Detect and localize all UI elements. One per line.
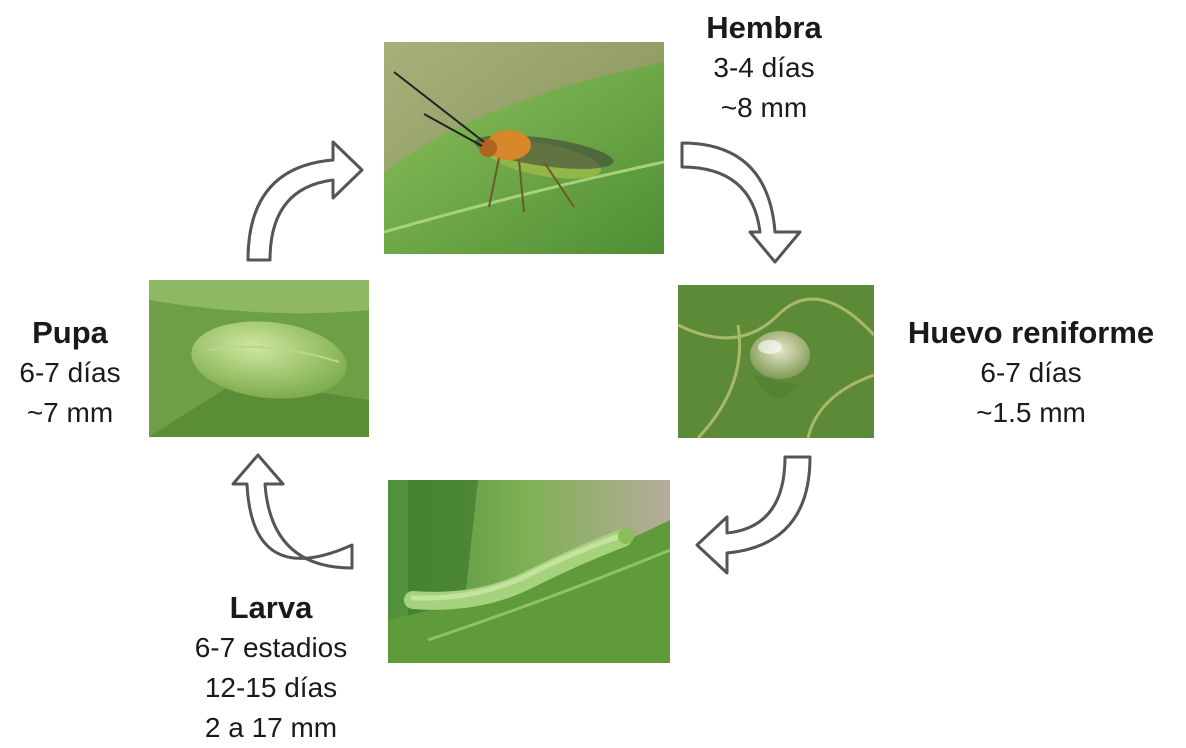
larva-instars: 6-7 estadios [166,628,376,668]
label-pupa: Pupa 6-7 días ~7 mm [0,313,140,433]
arrow-pupa-to-hembra [248,142,362,260]
larva-size: 2 a 17 mm [166,708,376,748]
huevo-duration: 6-7 días [880,353,1182,393]
label-huevo: Huevo reniforme 6-7 días ~1.5 mm [880,313,1182,433]
pupa-title: Pupa [0,313,140,353]
hembra-title: Hembra [664,8,864,48]
arrow-hembra-to-huevo [682,143,800,262]
label-larva: Larva 6-7 estadios 12-15 días 2 a 17 mm [166,588,376,748]
huevo-size: ~1.5 mm [880,393,1182,433]
larva-duration: 12-15 días [166,668,376,708]
huevo-title: Huevo reniforme [880,313,1182,353]
arrow-huevo-to-larva [697,457,810,573]
hembra-size: ~8 mm [664,88,864,128]
pupa-duration: 6-7 días [0,353,140,393]
hembra-duration: 3-4 días [664,48,864,88]
arrow-larva-to-pupa [233,455,352,568]
pupa-size: ~7 mm [0,393,140,433]
larva-title: Larva [166,588,376,628]
label-hembra: Hembra 3-4 días ~8 mm [664,8,864,128]
